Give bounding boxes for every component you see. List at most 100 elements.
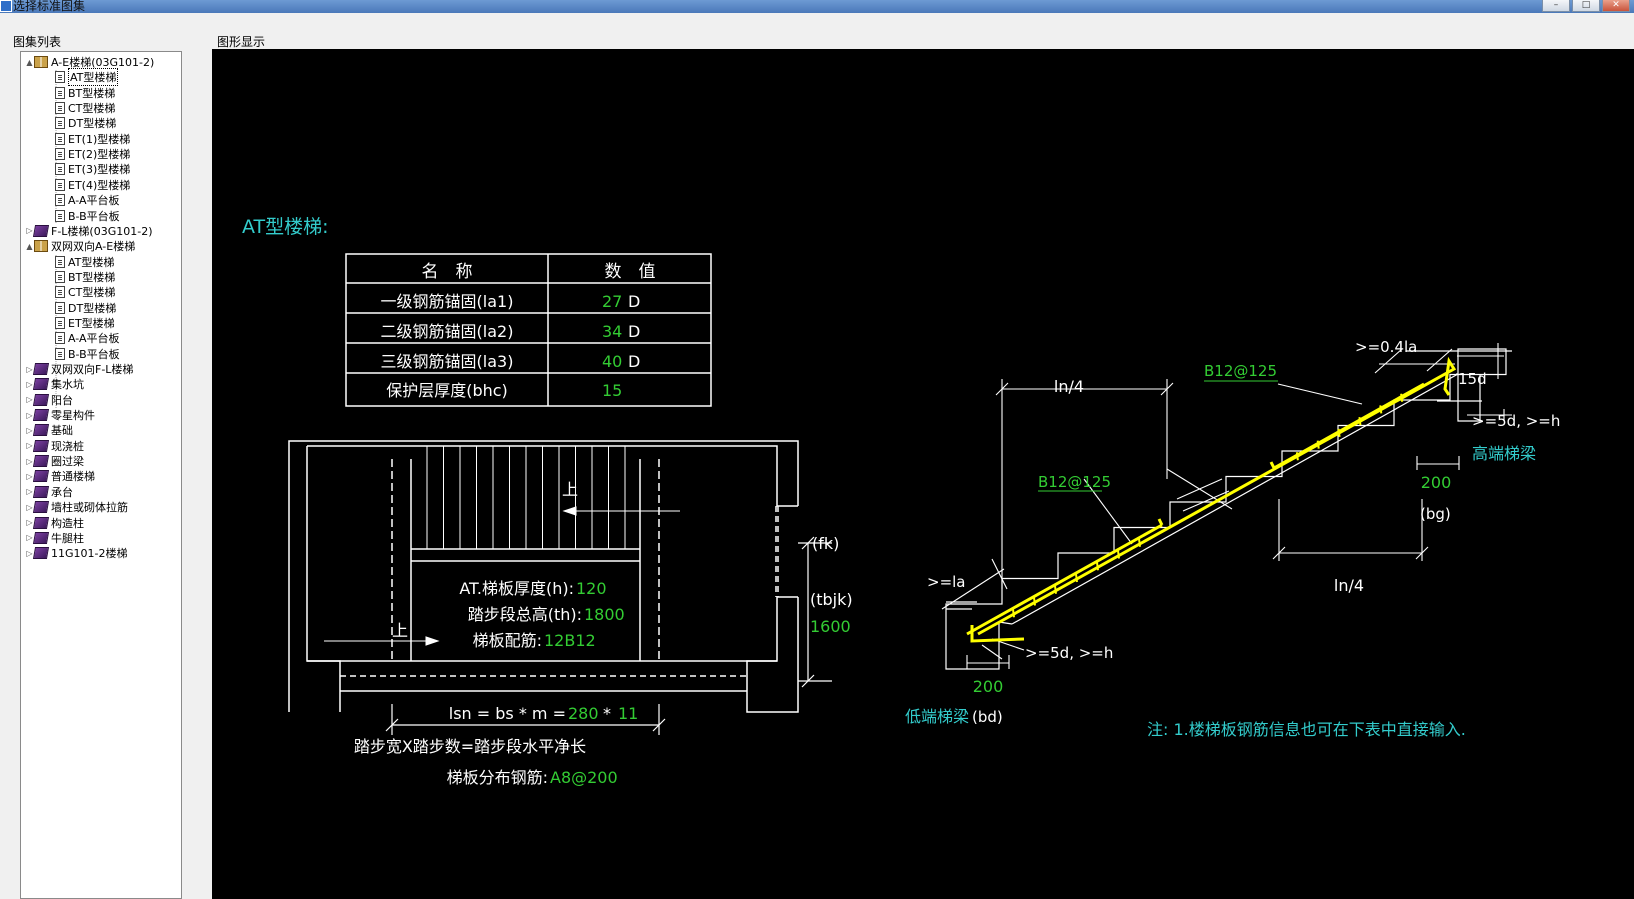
tree-item[interactable]: ▷构造柱 bbox=[25, 515, 84, 531]
expand-toggle-icon[interactable]: ▷ bbox=[26, 364, 33, 374]
tbjk-value[interactable]: 1600 bbox=[810, 617, 851, 636]
tree-item[interactable]: ▷ 11G101-2楼梯 bbox=[25, 545, 127, 561]
book-purple-icon bbox=[32, 547, 50, 560]
document-icon bbox=[55, 270, 65, 283]
tree-item[interactable]: ▷现浇桩 bbox=[25, 438, 84, 454]
bs-value[interactable]: 280 bbox=[568, 704, 599, 723]
tree-item[interactable]: ▲A-E楼梯(03G101-2) bbox=[25, 54, 154, 70]
tree-item[interactable]: ET(4)型楼梯 bbox=[43, 177, 130, 193]
rebar-value[interactable]: 12B12 bbox=[544, 631, 596, 650]
book-purple-icon bbox=[32, 393, 50, 406]
tree-item[interactable]: ▲双网双向A-E楼梯 bbox=[25, 238, 135, 254]
distribution-bar-tick bbox=[1117, 550, 1120, 559]
tree-item[interactable]: ET(3)型楼梯 bbox=[43, 161, 130, 177]
parameter-table bbox=[345, 253, 712, 407]
table-header-name: 名 称 bbox=[422, 262, 473, 282]
close-button[interactable]: ✕ bbox=[1602, 0, 1630, 12]
collapse-toggle-icon[interactable]: ▲ bbox=[26, 57, 33, 67]
tree-item[interactable]: ET(1)型楼梯 bbox=[43, 131, 130, 147]
tree-item-label: DT型楼梯 bbox=[68, 117, 117, 131]
tree-item[interactable]: ▷普通楼梯 bbox=[25, 468, 95, 484]
expand-toggle-icon[interactable]: ▷ bbox=[26, 425, 33, 435]
document-icon bbox=[55, 163, 65, 176]
collapse-toggle-icon[interactable]: ▲ bbox=[26, 241, 33, 251]
plan-up-label-left: 上 bbox=[392, 621, 408, 640]
distribution-bar-tick bbox=[1138, 538, 1141, 547]
table-row-unit: D bbox=[628, 292, 640, 311]
tree-item-label: ET(2)型楼梯 bbox=[68, 148, 131, 162]
expand-toggle-icon[interactable]: ▷ bbox=[26, 471, 33, 481]
tree-item[interactable]: ▷阳台 bbox=[25, 392, 73, 408]
tree-item-label: 11G101-2楼梯 bbox=[51, 547, 128, 561]
book-purple-icon bbox=[32, 485, 50, 498]
tree-item[interactable]: ▷ 双网双向F-L楼梯 bbox=[25, 361, 133, 377]
tree-item[interactable]: ET型楼梯 bbox=[43, 315, 115, 331]
expand-toggle-icon[interactable]: ▷ bbox=[26, 226, 33, 236]
anchor-04la-label: >=0.4la bbox=[1355, 338, 1417, 356]
expand-toggle-icon[interactable]: ▷ bbox=[26, 533, 33, 543]
tree-item[interactable]: ▷牛腿柱 bbox=[25, 530, 84, 546]
tree-item[interactable]: CT型楼梯 bbox=[43, 100, 115, 116]
document-icon bbox=[55, 132, 65, 145]
tree-item[interactable]: ▷墙柱或砌体拉筋 bbox=[25, 499, 128, 515]
expand-toggle-icon[interactable]: ▷ bbox=[26, 410, 33, 420]
table-row-value[interactable]: 34 bbox=[602, 322, 622, 341]
table-row-value[interactable]: 15 bbox=[602, 381, 622, 400]
expand-toggle-icon[interactable]: ▷ bbox=[26, 487, 33, 497]
tree-item[interactable]: ▷零星构件 bbox=[25, 407, 95, 423]
expand-toggle-icon[interactable]: ▷ bbox=[26, 395, 33, 405]
expand-toggle-icon[interactable]: ▷ bbox=[26, 456, 33, 466]
table-row-value[interactable]: 27 bbox=[602, 292, 622, 311]
tree-item-label: CT型楼梯 bbox=[68, 102, 116, 116]
expand-toggle-icon[interactable]: ▷ bbox=[26, 518, 33, 527]
stair-section-view bbox=[945, 348, 1512, 670]
tree-item[interactable]: DT型楼梯 bbox=[43, 300, 116, 316]
tree-item[interactable]: ▷集水坑 bbox=[25, 376, 84, 392]
drawing-title: AT型楼梯: bbox=[242, 216, 329, 238]
window-title-bar[interactable]: 选择标准图集 – □ ✕ bbox=[0, 0, 1634, 13]
low-beam-width[interactable]: 200 bbox=[973, 677, 1004, 696]
tree-item-label: 双网双向F-L楼梯 bbox=[51, 363, 134, 376]
document-icon bbox=[55, 316, 65, 329]
tree-item[interactable]: CT型楼梯 bbox=[43, 284, 115, 300]
expand-toggle-icon[interactable]: ▷ bbox=[26, 548, 33, 558]
tree-item[interactable]: A-A平台板 bbox=[43, 330, 120, 346]
minimize-button[interactable]: – bbox=[1542, 0, 1570, 12]
tree-item[interactable]: DT型楼梯 bbox=[43, 115, 116, 131]
height-value[interactable]: 1800 bbox=[584, 605, 625, 624]
thickness-value[interactable]: 120 bbox=[576, 579, 607, 598]
tree-item-label: ET(3)型楼梯 bbox=[68, 163, 131, 177]
expand-toggle-icon[interactable]: ▷ bbox=[26, 379, 33, 389]
tree-item[interactable]: B-B平台板 bbox=[43, 208, 120, 224]
high-beam-width[interactable]: 200 bbox=[1421, 473, 1452, 492]
book-purple-icon bbox=[32, 224, 50, 237]
tree-item[interactable]: ▷F-L楼梯(03G101-2) bbox=[25, 223, 153, 239]
tree-item[interactable]: B-B平台板 bbox=[43, 346, 120, 362]
distribution-value[interactable]: A8@200 bbox=[550, 768, 618, 787]
maximize-button[interactable]: □ bbox=[1572, 0, 1600, 12]
tree-item-label: ET型楼梯 bbox=[68, 316, 115, 330]
graphic-canvas[interactable]: AT型楼梯: 名 称 数 值 一级钢筋锚固(la1) 27 D 二级钢筋锚固(l… bbox=[212, 49, 1634, 899]
tree-item[interactable]: AT型楼梯 bbox=[43, 68, 119, 87]
table-row-unit: D bbox=[628, 352, 640, 371]
distribution-bar-tick bbox=[1337, 428, 1341, 437]
tree-item[interactable]: ▷基础 bbox=[25, 422, 73, 438]
tree-item[interactable]: BT型楼梯 bbox=[43, 85, 115, 101]
tree-item[interactable]: BT型楼梯 bbox=[43, 269, 115, 285]
window-title: 选择标准图集 bbox=[13, 0, 86, 13]
tree-item[interactable]: A-A平台板 bbox=[43, 192, 120, 208]
tree-item[interactable]: ▷圈过梁 bbox=[25, 453, 84, 469]
table-row-value[interactable]: 40 bbox=[602, 352, 622, 371]
graphic-display-label: 图形显示 bbox=[217, 35, 266, 49]
m-value[interactable]: 11 bbox=[618, 704, 638, 723]
plan-caption: 踏步宽X踏步数=踏步段水平净长 bbox=[354, 737, 586, 756]
tree-item[interactable]: AT型楼梯 bbox=[43, 254, 114, 270]
tree-item[interactable]: ET(2)型楼梯 bbox=[43, 146, 130, 162]
tree-item[interactable]: ▷承台 bbox=[25, 484, 73, 500]
drawing-note: 注: 1.楼梯板钢筋信息也可在下表中直接输入. bbox=[1147, 720, 1466, 739]
document-icon bbox=[55, 255, 65, 268]
expand-toggle-icon[interactable]: ▷ bbox=[26, 502, 33, 512]
expand-toggle-icon[interactable]: ▷ bbox=[26, 441, 33, 451]
app-icon bbox=[0, 0, 12, 12]
